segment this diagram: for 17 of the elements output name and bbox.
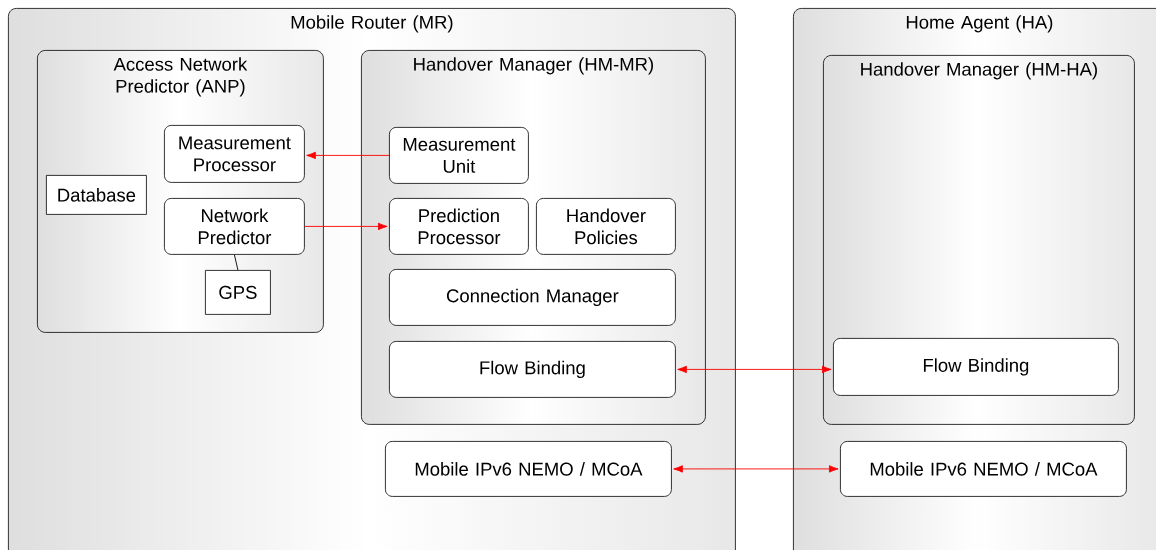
process-box: Mobile IPv6 NEMO / MCoA	[840, 441, 1127, 497]
process-box: Handover Policies	[536, 198, 676, 255]
arrow	[304, 222, 388, 231]
process-box: Measurement Unit	[389, 127, 529, 184]
process-box: Measurement Processor	[164, 125, 305, 183]
component-box: Database	[46, 175, 147, 215]
process-box: Prediction Processor	[389, 198, 529, 255]
arrow	[673, 465, 839, 473]
connector-line	[233, 254, 239, 271]
process-box: Connection Manager	[389, 269, 676, 326]
process-box: Flow Binding	[833, 338, 1119, 396]
arrow	[677, 365, 832, 374]
process-box: Flow Binding	[389, 341, 676, 398]
arrow	[306, 151, 390, 160]
process-box: Mobile IPv6 NEMO / MCoA	[385, 441, 672, 497]
process-box: Network Predictor	[164, 198, 305, 255]
component-box: GPS	[205, 270, 271, 315]
